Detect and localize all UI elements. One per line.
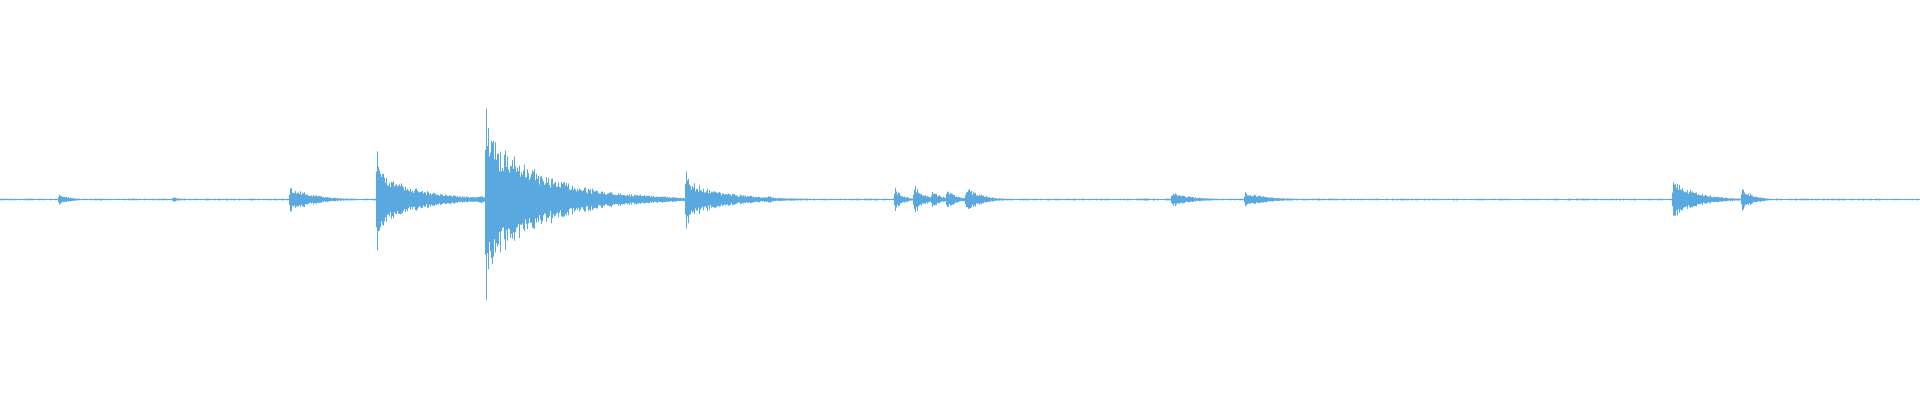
waveform-trace [0,108,1920,300]
waveform-samples [0,108,1920,300]
